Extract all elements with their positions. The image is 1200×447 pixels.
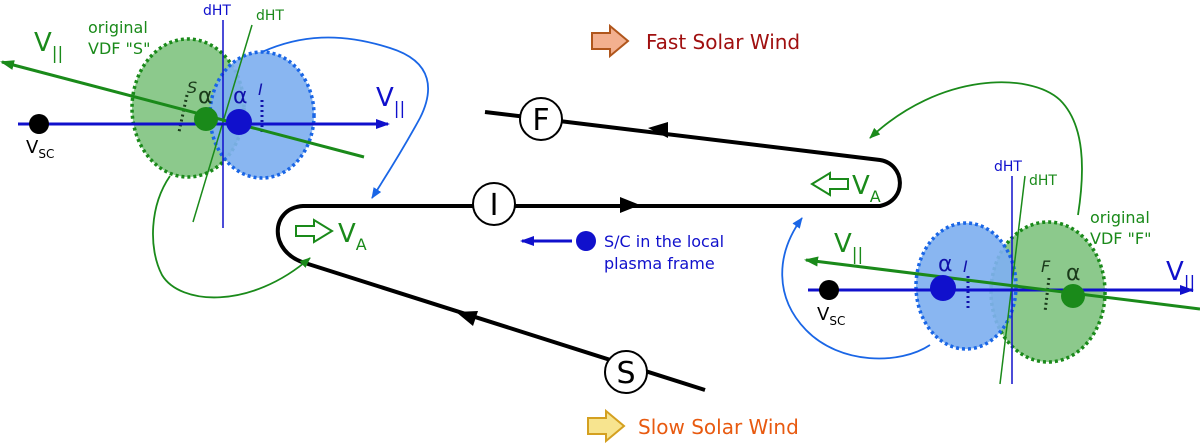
va-left-label: V <box>338 219 356 249</box>
right-alpha-green-label: α <box>1066 261 1081 286</box>
left-dht-green-label: dHT <box>256 8 284 24</box>
left-vpar-green-sub: || <box>52 44 63 64</box>
right-vsc-label: V <box>817 304 830 325</box>
slow-wind-legend: Slow Solar Wind <box>587 408 799 444</box>
left-s-dotted-marker <box>177 94 189 133</box>
sc-frame-line2: plasma frame <box>604 254 715 273</box>
sc-frame-line1: S/C in the local <box>604 232 724 251</box>
left-vdf: V|| V|| dHT dHT original VDF "S" VSC S I… <box>0 3 429 299</box>
left-green-curve-arrow <box>152 175 311 299</box>
right-blue-curve-arrow <box>781 217 931 360</box>
right-dht-green-line <box>999 175 1026 385</box>
field-line-path <box>275 110 902 392</box>
right-caption-line1: original <box>1090 208 1150 227</box>
node-i-label: I <box>490 188 499 223</box>
node-f-label: F <box>532 103 549 138</box>
left-vsc-sub: SC <box>38 147 54 161</box>
sc-dot <box>576 231 596 251</box>
right-dht-blue-label: dHT <box>994 159 1022 175</box>
left-alpha-blue-dot <box>226 109 252 135</box>
right-alpha-blue-dot <box>930 275 956 301</box>
va-left-sub: A <box>356 235 367 254</box>
left-dht-blue-label: dHT <box>203 3 231 19</box>
va-right-arrow-icon <box>810 171 849 197</box>
right-vsc-sub: SC <box>829 314 845 328</box>
svg-text:VA: VA <box>852 171 881 206</box>
va-right-sub: A <box>870 187 881 206</box>
left-s-marker-label: S <box>187 78 197 97</box>
left-alpha-green-label: α <box>198 84 213 109</box>
fast-wind-legend: Fast Solar Wind <box>591 23 800 59</box>
right-dht-green-label: dHT <box>1029 173 1057 189</box>
fast-wind-arrow-icon <box>591 23 630 59</box>
left-caption-line2: VDF "S" <box>88 39 150 58</box>
right-f-dotted-marker <box>1043 277 1051 313</box>
right-vpar-green-axis <box>804 256 1200 311</box>
node-s: S <box>604 350 648 394</box>
left-alpha-blue-label: α <box>233 84 248 109</box>
svg-text:V||: V|| <box>34 28 63 64</box>
right-alpha-green-dot <box>1061 284 1085 308</box>
left-blue-curve-arrow <box>261 36 429 199</box>
va-right: VA <box>810 171 881 206</box>
node-s-label: S <box>616 356 635 391</box>
svg-text:V||: V|| <box>376 83 405 119</box>
left-vsc-dot <box>29 114 49 134</box>
right-vpar-blue-label: V <box>1166 257 1184 287</box>
svg-text:V||: V|| <box>1166 257 1195 293</box>
right-i-marker-label: I <box>963 257 968 276</box>
left-vpar-green-axis <box>0 60 365 159</box>
field-arrow-lower <box>456 311 478 326</box>
svg-text:VSC: VSC <box>26 137 54 161</box>
left-vpar-blue-label: V <box>376 83 394 113</box>
left-vsc-label: V <box>26 137 39 158</box>
node-f: F <box>519 97 563 141</box>
right-vpar-green-sub: || <box>852 245 863 265</box>
slow-wind-arrow-icon <box>587 408 626 444</box>
node-i: I <box>472 182 516 226</box>
fast-wind-label: Fast Solar Wind <box>646 30 800 54</box>
right-vpar-blue-sub: || <box>1184 273 1195 293</box>
left-alpha-green-dot <box>194 107 218 131</box>
left-i-marker-label: I <box>258 80 263 99</box>
svg-text:VA: VA <box>338 219 367 254</box>
right-green-curve-arrow <box>869 81 1083 216</box>
right-alpha-blue-label: α <box>938 252 953 277</box>
va-right-label: V <box>852 171 870 201</box>
left-caption-line1: original <box>88 18 148 37</box>
right-vpar-green-label: V <box>834 229 852 259</box>
left-vpar-green-label: V <box>34 28 52 58</box>
switchback-field-line <box>275 110 902 392</box>
va-left-arrow-icon <box>295 218 334 244</box>
va-left: VA <box>295 218 367 254</box>
left-vpar-blue-sub: || <box>394 99 405 119</box>
svg-text:V||: V|| <box>834 229 863 265</box>
right-vsc-dot <box>819 280 839 300</box>
right-vdf: V|| V|| dHT dHT original VDF "F" VSC F I… <box>781 81 1200 385</box>
right-caption-line2: VDF "F" <box>1090 229 1151 248</box>
field-arrow-upper <box>648 122 668 138</box>
sc-plasma-frame: S/C in the local plasma frame <box>520 231 724 273</box>
field-arrow-middle <box>620 197 640 213</box>
svg-text:VSC: VSC <box>817 304 845 328</box>
right-f-marker-label: F <box>1041 257 1051 276</box>
slow-wind-label: Slow Solar Wind <box>638 415 799 439</box>
